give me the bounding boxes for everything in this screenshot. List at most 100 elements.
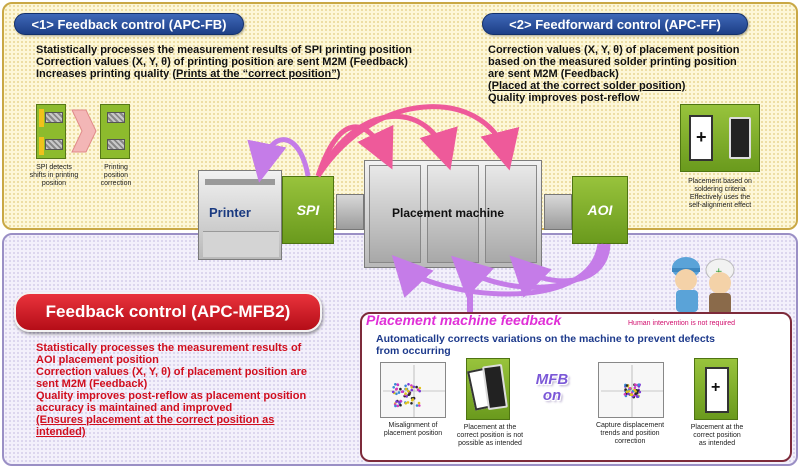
conveyor-2	[544, 194, 572, 230]
printing-caption-3: correction	[100, 180, 132, 187]
printing-caption-1: Printing	[104, 164, 128, 171]
scatter-dot	[417, 401, 421, 405]
scatter-dot	[392, 386, 395, 389]
scatter-dot	[627, 390, 631, 393]
spi-machine: SPI	[282, 176, 334, 244]
apc-ff-line5: Quality improves post-reflow	[488, 92, 640, 104]
mfb-label: MFB	[535, 371, 569, 388]
scatter-dot	[628, 387, 632, 390]
apc-fb-line3-pre: Increases printing quality (	[36, 68, 176, 80]
placement-feedback-lead: Automatically corrects variations on the…	[376, 333, 715, 357]
scatter-dot	[412, 385, 416, 389]
apc-ff-text: Correction values (X, Y, θ) of placement…	[488, 44, 739, 104]
scatter-dot	[416, 388, 420, 391]
component-chip-right	[729, 117, 751, 159]
aoi-machine: AOI	[572, 176, 628, 244]
apc-fb-header: <1> Feedback control (APC-FB)	[14, 13, 244, 35]
capture-caption: Capture displacement trends and position…	[588, 422, 672, 446]
apc-fb-text: Statistically processes the measurement …	[36, 44, 412, 80]
apc-ff-line3: are sent M2M (Feedback)	[488, 68, 619, 80]
printing-correction-caption: Printing position correction	[92, 164, 140, 188]
placement-component-card: +	[680, 104, 760, 172]
capture-scatter-plot	[598, 362, 664, 418]
scatter-dot	[624, 388, 627, 391]
ff-caption-3: Effectively uses the	[689, 194, 751, 201]
not-intended-caption-2: correct position is not	[456, 432, 524, 439]
mfb2-text: Statistically processes the measurement …	[36, 342, 307, 438]
scatter-dot	[410, 388, 414, 392]
apc-fb-line3-post: )	[336, 68, 341, 80]
misalign-caption: Misalignment of placement position	[372, 422, 454, 438]
printer-label: Printer	[209, 205, 251, 220]
apc-ff-caption: Placement based on soldering criteria Ef…	[668, 178, 772, 210]
scatter-dot	[623, 393, 627, 396]
scatter-dot	[394, 404, 397, 408]
scatter-dot	[407, 389, 410, 393]
mfb2-line3: Correction values (X, Y, θ) of placement…	[36, 366, 308, 378]
scatter-dot	[407, 383, 410, 386]
scatter-dot	[400, 390, 404, 394]
scatter-dot	[404, 387, 408, 391]
spi-caption-3: position	[41, 180, 67, 187]
scatter-dot	[636, 395, 639, 399]
component-chip-left	[689, 115, 713, 161]
scatter-dot	[399, 387, 402, 391]
pmf-lead-2: from occurring	[376, 345, 451, 357]
printing-correction-board-image	[100, 104, 130, 159]
placement-feedback-title: Placement machine feedback	[366, 312, 562, 328]
human-intervention-note: Human intervention is not required	[628, 320, 736, 327]
apc-fb-line3-underlined: Prints at the “correct position”	[175, 68, 337, 80]
misalign-caption-1: Misalignment of	[388, 422, 438, 429]
apc-fb-line2: Correction values (X, Y, θ) of printing …	[36, 56, 408, 68]
mfb2-title: Feedback control (APC-MFB2)	[14, 292, 322, 332]
scatter-dot	[638, 390, 642, 394]
apc-fb-line1: Statistically processes the measurement …	[36, 44, 412, 56]
conveyor-1	[336, 194, 364, 230]
scatter-dot	[395, 400, 398, 403]
spi-detect-caption: SPI detects shifts in printing position	[26, 164, 82, 188]
scatter-dot	[408, 393, 411, 396]
scatter-dot	[391, 390, 395, 394]
scatter-dot	[625, 390, 629, 393]
apc-fb-line3: Increases printing quality (Prints at th…	[36, 68, 412, 80]
capture-caption-1: Capture displacement	[595, 422, 665, 429]
placement-machine-label: Placement machine	[392, 206, 505, 220]
mfb2-line1: Statistically processes the measurement …	[36, 342, 302, 354]
mfb2-line6: accuracy is maintained and improved	[36, 402, 233, 414]
scatter-dot	[398, 401, 401, 404]
not-intended-component-card	[466, 358, 510, 420]
scatter-dot	[395, 387, 399, 391]
ff-caption-4: self-alignment effect	[688, 202, 752, 209]
scatter-dot	[404, 402, 408, 405]
spi-caption-2: shifts in printing	[29, 172, 79, 179]
mfb-on-badge: MFB on	[532, 372, 572, 404]
scatter-dot	[411, 398, 415, 401]
scatter-dot	[394, 383, 397, 386]
scatter-dot	[395, 392, 398, 396]
pmf-lead-1: Automatically corrects variations on the…	[376, 333, 716, 345]
scatter-dot	[418, 386, 422, 390]
plus-icon-2: +	[711, 379, 721, 396]
scatter-dot	[406, 401, 410, 404]
scatter-dot	[404, 384, 407, 388]
apc-ff-line2: based on the measured solder printing po…	[488, 56, 737, 68]
scatter-dot	[396, 383, 399, 386]
capture-caption-2: trends and position	[600, 430, 660, 437]
not-intended-caption-1: Placement at the	[463, 424, 517, 431]
scatter-dot	[396, 404, 400, 408]
misalignment-scatter-plot	[380, 362, 446, 418]
scatter-dot	[637, 383, 640, 386]
mfb2-line4: sent M2M (Feedback)	[36, 378, 148, 390]
spi-detect-board-image	[36, 104, 66, 159]
mfb2-line2: AOI placement position	[36, 354, 159, 366]
intended-caption-2: correct position	[693, 432, 741, 439]
mfb2-line5: Quality improves post-reflow as placemen…	[36, 390, 307, 402]
ff-caption-1: Placement based on	[688, 178, 752, 185]
scatter-dot	[418, 404, 421, 407]
mfb2-line8: intended)	[36, 426, 86, 438]
scatter-dot	[627, 392, 630, 396]
scatter-dot	[410, 402, 413, 405]
scatter-dot	[399, 403, 402, 407]
capture-caption-3: correction	[614, 438, 646, 445]
apc-ff-header: <2> Feedforward control (APC-FF)	[482, 13, 748, 35]
